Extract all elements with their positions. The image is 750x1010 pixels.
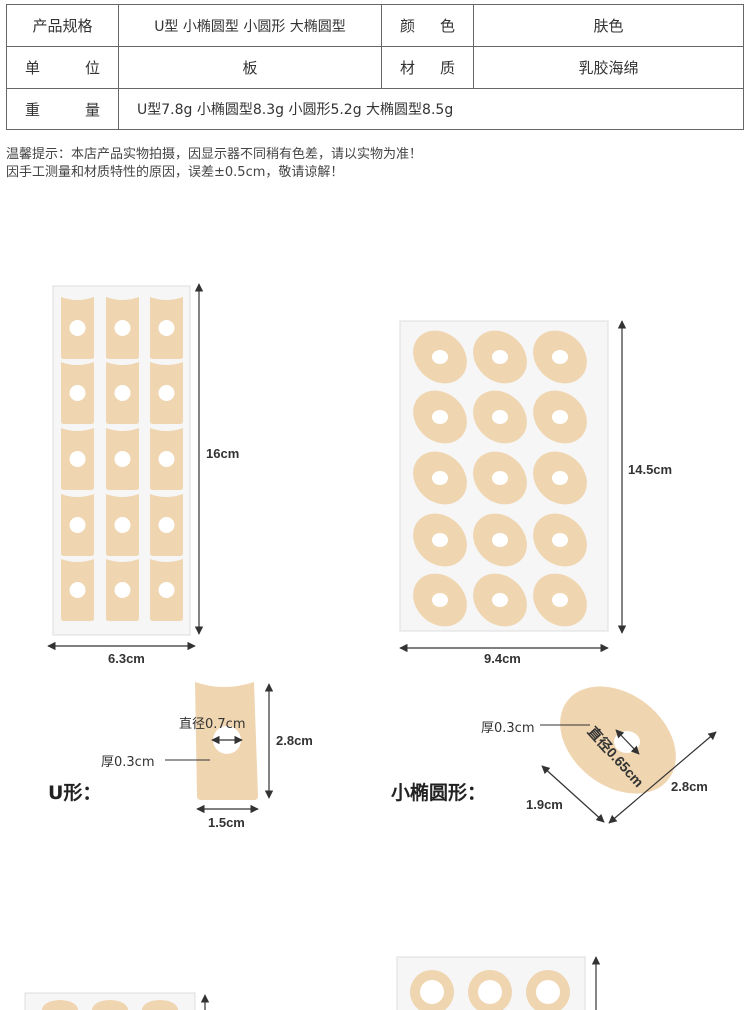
spec-label-weight-a: 重: [25, 100, 41, 119]
u-pad-hole: [114, 582, 131, 598]
oval-pad-hole: [552, 410, 568, 424]
oval-pad-hole: [432, 533, 448, 547]
oval-pad-grid: [413, 330, 587, 627]
u-pad-hole: [114, 517, 131, 533]
spec-value-unit: 板: [118, 46, 382, 89]
u-pad-hole: [69, 320, 86, 336]
spec-value-size: U型 小椭圆型 小圆形 大椭圆型: [118, 4, 382, 47]
u-width-label: 1.5cm: [208, 815, 245, 830]
u-shape-title: U形：: [48, 782, 102, 804]
u-pad-grid: [61, 297, 183, 621]
oval-pad-hole: [552, 533, 568, 547]
u-pad-hole: [158, 385, 175, 401]
spec-row-size: 产品规格 U型 小椭圆型 小圆形 大椭圆型 颜 色 肤色: [6, 4, 744, 47]
u-pad-hole: [158, 582, 175, 598]
u-pad-hole: [69, 517, 86, 533]
notice-line-2: 因手工测量和材质特性的原因，误差±0.5cm，敬请谅解！: [6, 165, 344, 180]
u-sheet-height-label: 16cm: [206, 446, 240, 461]
oval-pad-hole: [492, 350, 508, 364]
bottom-pad-hole: [478, 980, 502, 1004]
notice-line-1: 温馨提示：本店产品实物拍摄，因显示器不同稍有色差，请以实物为准！: [6, 147, 423, 162]
spec-label-weight-b: 量: [84, 100, 100, 119]
spec-label-color-a: 颜: [400, 17, 416, 35]
u-pad-hole: [114, 451, 131, 467]
spec-table: 产品规格 U型 小椭圆型 小圆形 大椭圆型 颜色 肤色 单位 板 材质 乳胶海绵…: [6, 4, 744, 130]
spec-label-unit: 单位: [6, 46, 119, 89]
u-sheet: [52, 285, 191, 636]
spec-value-weight: U型7.8g 小椭圆型8.3g 小圆形5.2g 大椭圆型8.5g: [118, 88, 744, 130]
spec-label-color-b: 色: [439, 17, 455, 35]
bottom-pad: [92, 1000, 128, 1010]
oval-pad-hole: [432, 410, 448, 424]
spec-row-unit: 单位 板 材质 乳胶海绵: [6, 46, 744, 89]
u-height-label: 2.8cm: [276, 733, 313, 748]
oval-shape-title: 小椭圆形：: [391, 782, 487, 804]
bottom-pad-hole: [536, 980, 560, 1004]
oval-pad-hole: [432, 593, 448, 607]
spec-label-weight: 重量: [6, 88, 119, 130]
oval-pad-hole: [432, 471, 448, 485]
bottom-sheet-right: [396, 956, 586, 1010]
spec-label-unit-b: 位: [84, 59, 100, 77]
u-pad-hole: [114, 320, 131, 336]
u-pad-hole: [69, 385, 86, 401]
spec-label-unit-a: 单: [25, 59, 41, 77]
oval-width-arrow: [541, 765, 605, 823]
spec-value-color: 肤色: [473, 4, 744, 47]
notice: 温馨提示：本店产品实物拍摄，因显示器不同稍有色差，请以实物为准！ 因手工测量和材…: [6, 146, 422, 182]
oval-sheet: [399, 320, 609, 632]
oval-sheet-height-label: 14.5cm: [628, 462, 673, 477]
oval-thickness-label: 厚0.3cm: [481, 721, 535, 736]
u-pad-hole: [114, 385, 131, 401]
u-pad-hole: [158, 517, 175, 533]
oval-pad-hole: [552, 593, 568, 607]
spec-label-size: 产品规格: [6, 4, 119, 47]
oval-pad-hole: [492, 593, 508, 607]
oval-pad-hole: [492, 533, 508, 547]
oval-pad-hole: [432, 350, 448, 364]
oval-sheet-width-label: 9.4cm: [484, 651, 521, 666]
oval-length-label: 2.8cm: [671, 779, 708, 794]
bottom-pad-hole: [420, 980, 444, 1004]
oval-length-arrow: [608, 731, 717, 824]
oval-pad-hole: [492, 471, 508, 485]
u-pad-hole: [158, 320, 175, 336]
u-pad-hole: [158, 451, 175, 467]
oval-pad-hole: [552, 471, 568, 485]
u-sheet-width-label: 6.3cm: [108, 651, 145, 666]
u-pad-hole: [69, 582, 86, 598]
spec-label-material: 材质: [381, 46, 474, 89]
oval-width-label: 1.9cm: [526, 797, 563, 812]
u-hole-label: 直径0.7cm: [179, 717, 246, 732]
bottom-pad: [142, 1000, 178, 1010]
bottom-sheet-left: [24, 992, 196, 1010]
oval-pad-hole: [492, 410, 508, 424]
u-pad-hole: [69, 451, 86, 467]
bottom-pad: [42, 1000, 78, 1010]
spec-row-weight: 重量 U型7.8g 小椭圆型8.3g 小圆形5.2g 大椭圆型8.5g: [6, 88, 744, 130]
u-thickness-label: 厚0.3cm: [101, 755, 155, 770]
spec-label-material-a: 材: [400, 59, 416, 77]
spec-label-material-b: 质: [439, 59, 455, 77]
oval-pad-hole: [552, 350, 568, 364]
